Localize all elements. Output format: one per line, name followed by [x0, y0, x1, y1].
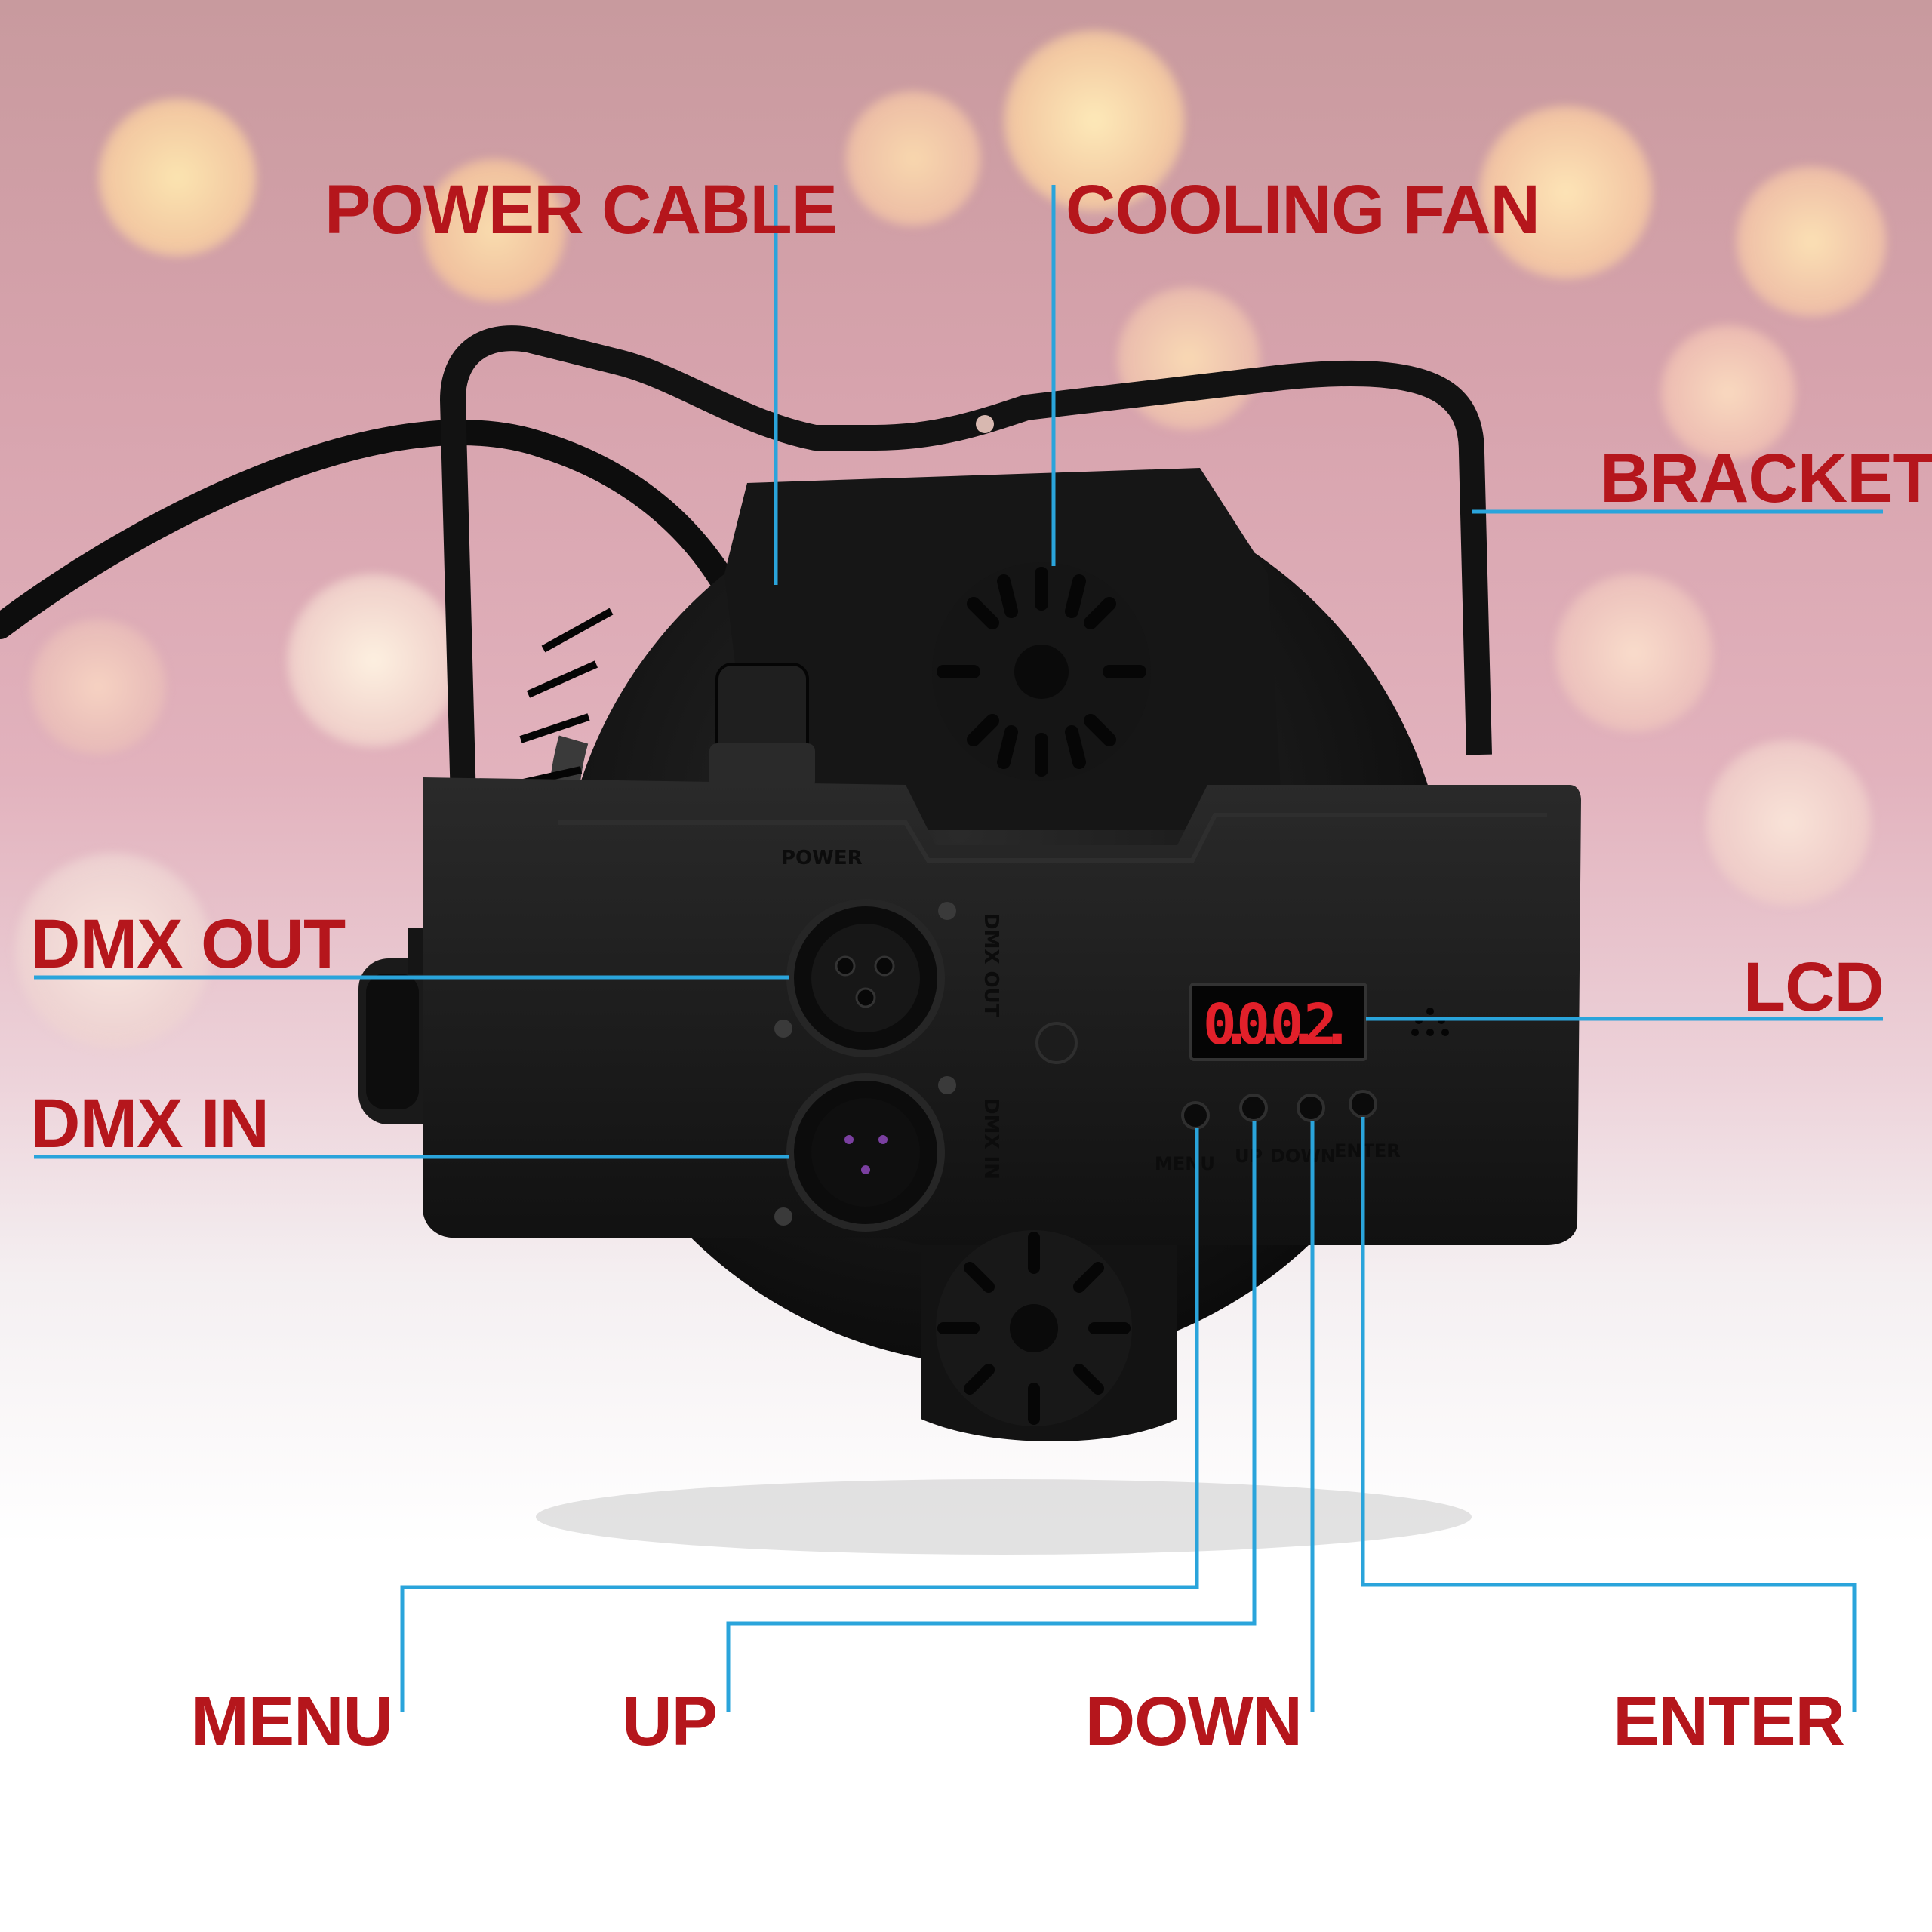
dmx-in-connector — [774, 1073, 956, 1232]
button-marking-enter: ENTER — [1334, 1140, 1401, 1161]
control-box-inner — [558, 813, 1547, 863]
bokeh-light — [423, 158, 566, 302]
label-dmx-in: DMX IN — [30, 1085, 269, 1162]
label-lcd: LCD — [1743, 949, 1884, 1026]
dmx-out-connector — [774, 899, 956, 1057]
bokeh-light — [30, 619, 166, 755]
cable-gland-nut — [709, 743, 815, 789]
lcd-bezel — [1189, 983, 1367, 1061]
center-screw — [1035, 1022, 1078, 1064]
control-box — [423, 777, 1581, 1245]
bokeh-light — [1555, 574, 1713, 732]
leader-lines — [34, 185, 1883, 1712]
enter-button[interactable] — [1349, 1090, 1377, 1118]
bokeh-light — [1479, 106, 1653, 279]
dmx-out-marking: DMX OUT — [980, 913, 1002, 1017]
up-button[interactable] — [1239, 1094, 1268, 1122]
label-bracket: BRACKET — [1600, 440, 1932, 517]
bracket — [440, 325, 1492, 974]
lcd-display: 0.0.0.2. — [1203, 992, 1354, 1057]
menu-button[interactable] — [1181, 1101, 1210, 1130]
bokeh-light — [1660, 325, 1796, 460]
label-enter: ENTER — [1613, 1683, 1845, 1760]
leader-up — [726, 1121, 1257, 1712]
bokeh-light — [1004, 30, 1185, 211]
bokeh-light — [1706, 740, 1872, 906]
cooling-fan-bottom — [921, 1230, 1177, 1441]
label-dmx-out: DMX OUT — [30, 906, 346, 983]
button-marking-menu: MENU — [1155, 1153, 1215, 1174]
bracket-hole — [976, 415, 994, 433]
label-cooling-fan: COOLING FAN — [1066, 171, 1540, 248]
bokeh-light — [287, 574, 460, 747]
label-up: UP — [622, 1683, 718, 1760]
bokeh-light — [98, 98, 257, 257]
bracket-knob-grip — [366, 974, 419, 1109]
label-down: DOWN — [1084, 1683, 1303, 1760]
bokeh-light — [1736, 166, 1887, 317]
power-cable — [0, 420, 775, 692]
label-power-cable: POWER CABLE — [325, 171, 838, 248]
power-marking: POWER — [781, 847, 863, 869]
down-button[interactable] — [1297, 1094, 1325, 1122]
label-menu: MENU — [191, 1683, 393, 1760]
leader-menu — [400, 1128, 1199, 1712]
button-marking-up: UP — [1235, 1146, 1263, 1167]
cooling-fan-top — [932, 562, 1151, 781]
floor-shadow — [536, 1479, 1472, 1555]
button-marking-down: DOWN — [1270, 1146, 1336, 1167]
dmx-in-marking: DMX IN — [980, 1098, 1002, 1180]
bokeh-light — [845, 91, 981, 226]
bokeh-light — [15, 853, 211, 1049]
leader-enter — [1361, 1117, 1857, 1712]
